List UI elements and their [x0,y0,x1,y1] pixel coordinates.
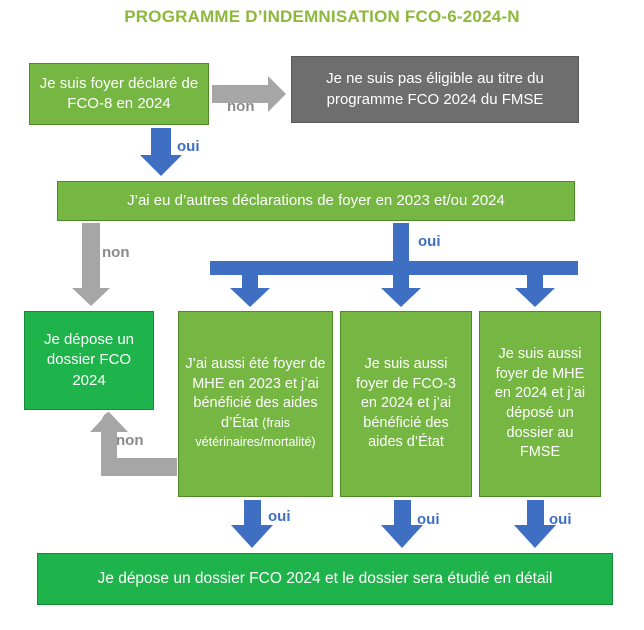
arrow-oui-stem [393,223,409,261]
box-mhe-2023-content: J’ai aussi été foyer de MHE en 2023 et j… [185,355,326,453]
box-start-text: Je suis foyer déclaré de FCO-8 en 2024 [39,74,199,112]
box-fco3-2024: Je suis aussi foyer de FCO-3 en 2024 et … [340,311,472,497]
box-other-declarations-text: J’ai eu d’autres déclarations de foyer e… [127,191,505,209]
box-mhe-2023-note: (frais vétérinaires/mortalité) [195,415,316,450]
box-mhe-2023-text: J’ai aussi été foyer de MHE en 2023 et j… [185,356,326,431]
box-mhe-2024-text: Je suis aussi foyer de MHE en 2024 et j’… [494,346,586,461]
arrow-to-mhe-2024 [515,275,555,307]
label-oui-b2: oui [417,511,440,528]
box-not-eligible: Je ne suis pas éligible au titre du prog… [291,56,579,123]
label-non-bottom: non [116,432,144,449]
arrow-oui-bar [210,261,578,275]
box-final-text: Je dépose un dossier FCO 2024 et le doss… [97,569,553,587]
label-non-left: non [102,244,130,261]
arrow-start-down [140,128,182,176]
box-final: Je dépose un dossier FCO 2024 et le doss… [37,553,613,605]
arrow-start-to-not-eligible [212,76,286,112]
label-oui-b1: oui [268,508,291,525]
box-deposit-left: Je dépose un dossier FCO 2024 [24,311,154,410]
arrow-final-1 [231,500,273,548]
arrow-non-back-horizontal [101,458,177,476]
arrow-final-2 [381,500,423,548]
label-oui-b3: oui [549,511,572,528]
box-mhe-2023: J’ai aussi été foyer de MHE en 2023 et j… [178,311,333,497]
box-not-eligible-text: Je ne suis pas éligible au titre du prog… [326,70,544,108]
label-non-top: non [227,98,255,115]
box-mhe-2024: Je suis aussi foyer de MHE en 2024 et j’… [479,311,601,497]
box-fco3-2024-text: Je suis aussi foyer de FCO-3 en 2024 et … [356,356,456,451]
arrow-final-3 [514,500,556,548]
arrow-to-mhe-2023 [230,275,270,307]
arrow-non-back-head [90,412,128,460]
box-deposit-left-text: Je dépose un dossier FCO 2024 [43,331,135,389]
box-start: Je suis foyer déclaré de FCO-8 en 2024 [29,63,209,125]
box-other-declarations: J’ai eu d’autres déclarations de foyer e… [57,181,575,221]
arrow-to-fco3 [381,275,421,307]
diagram-title: PROGRAMME D’INDEMNISATION FCO-6-2024-N [124,7,520,26]
arrow-non-down [72,223,110,306]
label-oui-2: oui [418,233,441,250]
label-oui-1: oui [177,138,200,155]
